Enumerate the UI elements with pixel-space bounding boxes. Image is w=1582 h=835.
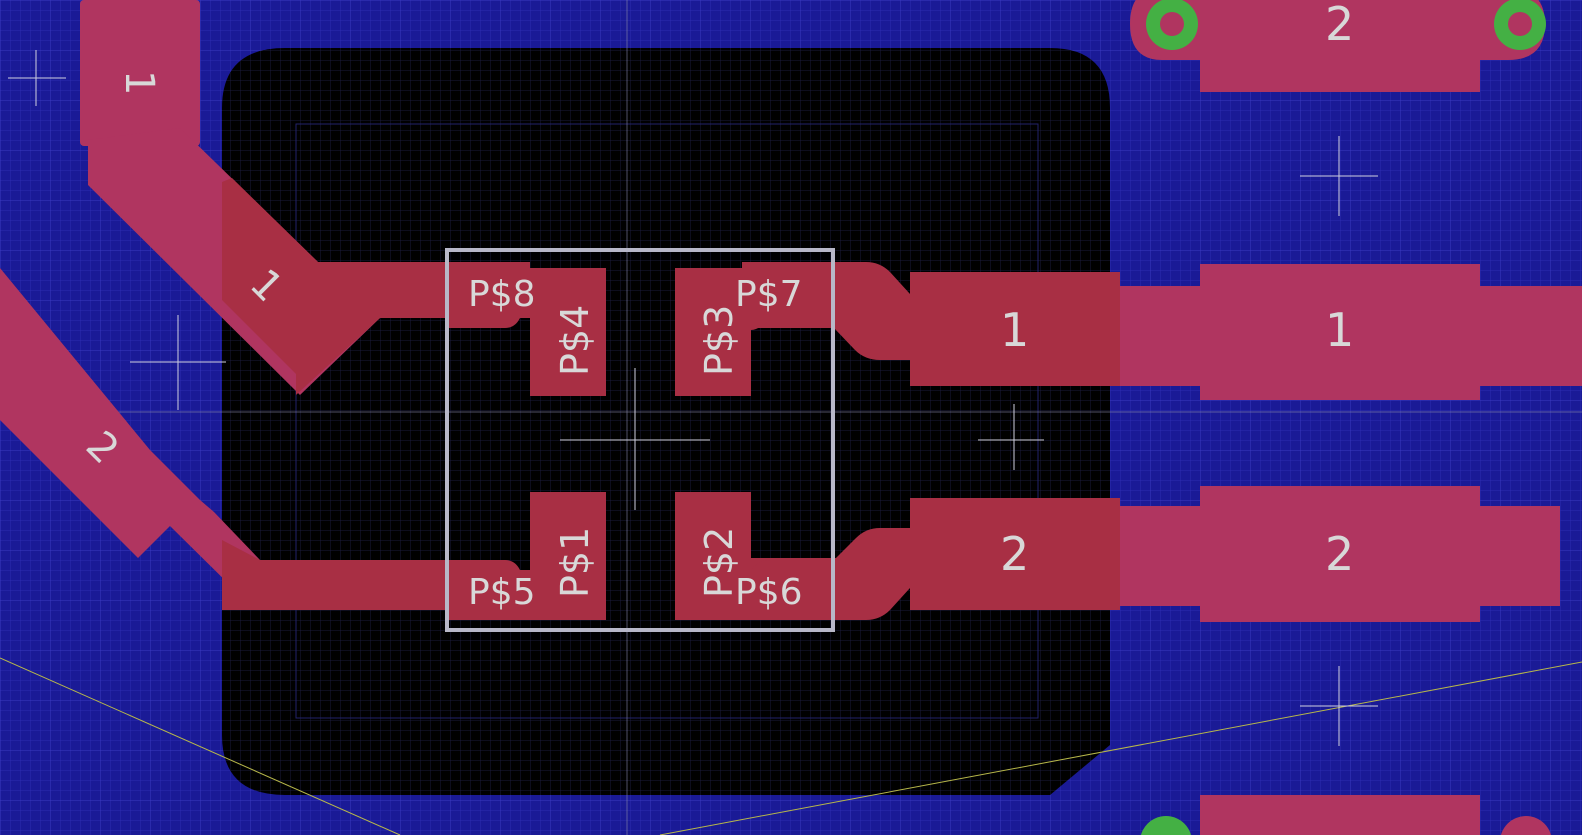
pad-p1[interactable] <box>530 492 606 620</box>
pad-label-p5: P$5 <box>468 572 536 613</box>
pad-p4[interactable] <box>530 268 606 396</box>
pad-p3[interactable] <box>675 268 751 396</box>
pad-label-p3: P$3 <box>697 305 741 376</box>
trace-left-2[interactable] <box>0 268 445 600</box>
via-icon[interactable] <box>1140 816 1192 835</box>
trace-label-right-inner-2: 2 <box>1000 527 1029 581</box>
origin-markers <box>8 50 1378 746</box>
copper-overlay <box>222 178 1120 620</box>
pad-label-p6: P$6 <box>735 572 803 613</box>
pad-label-p1: P$1 <box>553 527 597 598</box>
keepout-grid <box>222 48 1110 795</box>
trace-right-outer-2[interactable] <box>1110 506 1560 606</box>
trace-top-left-pad[interactable] <box>80 0 200 146</box>
trace-label-top-right: 2 <box>1325 0 1354 51</box>
ratsnest-left <box>0 657 401 835</box>
trace-top-right[interactable] <box>1130 0 1545 92</box>
pad-label-p4: P$4 <box>553 305 597 376</box>
trace-right-inner-2[interactable] <box>742 498 1120 620</box>
trace-right-inner-1[interactable] <box>742 262 1120 386</box>
trace-bottom-right[interactable] <box>1200 795 1480 835</box>
pad-p2[interactable] <box>675 492 751 620</box>
component-outline[interactable] <box>445 248 835 632</box>
trace-label-top-left: 1 <box>116 70 162 95</box>
pad-label-p2: P$2 <box>697 527 741 598</box>
vias <box>1140 0 1552 835</box>
inner-boundary <box>295 123 1039 719</box>
pad-label-p7: P$7 <box>735 274 803 315</box>
trace-right-outer-1[interactable] <box>1110 286 1582 386</box>
trace-label-right-outer-2: 2 <box>1325 527 1354 581</box>
ratsnest-right <box>659 661 1582 835</box>
pad-label-p8: P$8 <box>468 274 536 315</box>
trace-label-right-outer-1: 1 <box>1325 303 1354 357</box>
trace-label-right-inner-1: 1 <box>1000 303 1029 357</box>
